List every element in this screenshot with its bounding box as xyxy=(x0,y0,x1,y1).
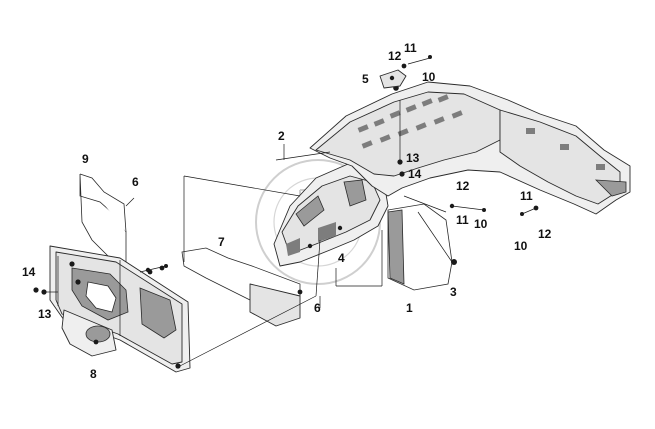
callout-13-left: 13 xyxy=(38,307,52,321)
callout-3: 3 xyxy=(450,285,457,299)
callout-9: 9 xyxy=(82,152,89,166)
callout-10-mid: 10 xyxy=(474,217,488,231)
callout-12-mid: 12 xyxy=(456,179,470,193)
callout-12-right: 12 xyxy=(538,227,552,241)
callout-7: 7 xyxy=(218,235,225,249)
part-4-front-inner-fender xyxy=(273,163,389,267)
fastener-group-mid xyxy=(449,203,486,212)
fender-vent-slots xyxy=(357,94,605,170)
part-1-mud-flap xyxy=(387,203,457,291)
part-7-flat-panel xyxy=(181,247,303,327)
callout-11-top: 11 xyxy=(404,41,417,55)
leader-lines xyxy=(125,100,453,369)
callout-5: 5 xyxy=(362,72,369,86)
callout-1: 1 xyxy=(406,301,413,315)
callout-8: 8 xyxy=(90,367,97,381)
part-5-bracket xyxy=(379,69,407,89)
callout-12-top: 12 xyxy=(388,49,402,63)
callout-2: 2 xyxy=(278,129,285,143)
callout-11-mid: 11 xyxy=(456,213,469,227)
callout-11-right: 11 xyxy=(520,189,533,203)
callout-13-center: 13 xyxy=(406,151,420,165)
callout-4: 4 xyxy=(338,251,345,265)
fastener-group-top xyxy=(401,55,432,69)
fastener-group-right xyxy=(520,205,539,216)
part-8-frame-assembly xyxy=(49,245,191,373)
fastener-group-left xyxy=(33,287,58,295)
callout-10-right: 10 xyxy=(514,239,528,253)
fastener-group-part-7 xyxy=(139,264,168,273)
callout-14-center: 14 xyxy=(408,167,422,181)
callout-6-center: 6 xyxy=(314,301,321,315)
part-9-rear-panel xyxy=(79,173,127,263)
callout-14-left: 14 xyxy=(22,265,36,279)
callout-6-left: 6 xyxy=(132,175,139,189)
callout-10-top: 10 xyxy=(422,70,436,84)
callout-labels: 1 2 3 4 5 6 6 7 8 9 10 10 10 11 11 11 12… xyxy=(22,41,552,381)
